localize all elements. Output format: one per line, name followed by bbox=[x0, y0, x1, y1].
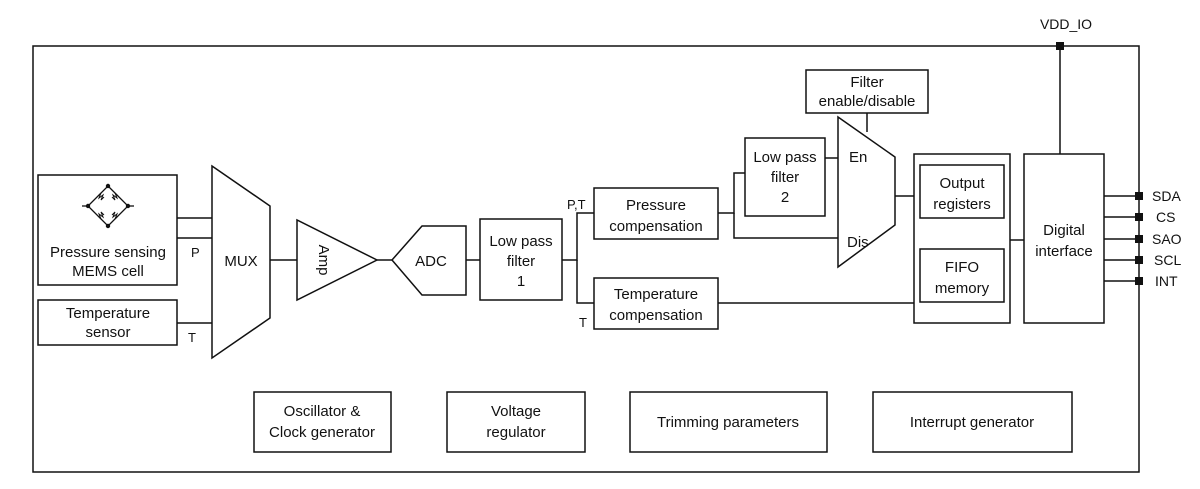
pin-sda-marker bbox=[1135, 192, 1143, 200]
wire-pcomp-lpf2 bbox=[718, 172, 745, 214]
vdd-io-pin-marker bbox=[1056, 42, 1064, 50]
amp-label: Amp bbox=[315, 245, 332, 276]
filter-enable-line1: Filter bbox=[850, 74, 883, 91]
oscillator-block: Oscillator & Clock generator bbox=[253, 391, 392, 453]
digital-interface-line2: interface bbox=[1035, 243, 1093, 260]
pressure-comp-line2: compensation bbox=[609, 218, 702, 235]
fifo-memory-block: FIFO memory bbox=[919, 248, 1005, 303]
temperature-compensation-block: Temperature compensation bbox=[593, 277, 719, 330]
fifo-line1: FIFO bbox=[945, 259, 979, 276]
switch-en-label: En bbox=[849, 149, 867, 166]
temperature-comp-line1: Temperature bbox=[614, 286, 698, 303]
signal-t-branch-label: T bbox=[579, 315, 587, 330]
oscillator-line1: Oscillator & bbox=[284, 403, 361, 420]
pin-sao-marker bbox=[1135, 235, 1143, 243]
pin-int-marker bbox=[1135, 277, 1143, 285]
pin-sda-label: SDA bbox=[1152, 188, 1181, 204]
mux-block: MUX bbox=[211, 164, 271, 360]
filter-enable-line2: enable/disable bbox=[819, 93, 916, 110]
lpf2-line2: filter bbox=[771, 169, 799, 186]
temperature-sensor-line2: sensor bbox=[85, 324, 130, 341]
output-registers-block: Output registers bbox=[919, 164, 1005, 219]
pressure-compensation-block: Pressure compensation bbox=[593, 187, 719, 240]
voltage-regulator-block: Voltage regulator bbox=[446, 391, 586, 453]
interrupt-generator-block: Interrupt generator bbox=[872, 391, 1073, 453]
pin-vdd-io-label: VDD_IO bbox=[1040, 16, 1092, 32]
lpf1-line1: Low pass bbox=[489, 233, 552, 250]
mux-label: MUX bbox=[224, 253, 257, 270]
output-registers-line2: registers bbox=[933, 196, 991, 213]
switch-dis-label: Dis bbox=[847, 234, 869, 251]
trimming-label: Trimming parameters bbox=[657, 414, 799, 431]
lpf2-line1: Low pass bbox=[753, 149, 816, 166]
voltage-regulator-line2: regulator bbox=[486, 424, 545, 441]
pin-sao-label: SAO bbox=[1152, 231, 1182, 247]
temperature-comp-line2: compensation bbox=[609, 307, 702, 324]
amp-block: Amp bbox=[296, 218, 379, 302]
wire-pcomp-dis bbox=[733, 213, 838, 239]
pressure-sensing-line2: MEMS cell bbox=[72, 263, 144, 280]
lpf2-line3: 2 bbox=[781, 189, 789, 206]
pressure-sensing-block: Pressure sensing MEMS cell bbox=[37, 174, 178, 286]
temperature-sensor-block: Temperature sensor bbox=[37, 299, 178, 346]
temperature-sensor-line1: Temperature bbox=[66, 305, 150, 322]
pin-scl-label: SCL bbox=[1154, 252, 1181, 268]
lpf1-line3: 1 bbox=[517, 273, 525, 290]
adc-block: ADC bbox=[391, 225, 467, 296]
wire-t-branch bbox=[576, 260, 594, 304]
pressure-sensing-line1: Pressure sensing bbox=[50, 244, 166, 261]
pin-scl-marker bbox=[1135, 256, 1143, 264]
digital-interface-block: Digital interface bbox=[1023, 153, 1105, 324]
filter-switch-block: En Dis bbox=[837, 115, 896, 269]
trimming-parameters-block: Trimming parameters bbox=[629, 391, 828, 453]
pressure-comp-line1: Pressure bbox=[626, 197, 686, 214]
interrupt-generator-label: Interrupt generator bbox=[910, 414, 1034, 431]
wire-pt-branch bbox=[562, 212, 594, 261]
fifo-line2: memory bbox=[935, 280, 990, 297]
signal-t-label: T bbox=[188, 330, 196, 345]
voltage-regulator-line1: Voltage bbox=[491, 403, 541, 420]
pin-int-label: INT bbox=[1155, 273, 1178, 289]
adc-label: ADC bbox=[415, 253, 447, 270]
signal-pt-label: P,T bbox=[567, 197, 586, 212]
signal-p-label: P bbox=[191, 245, 200, 260]
filter-enable-block: Filter enable/disable bbox=[805, 69, 929, 114]
output-registers-line1: Output bbox=[939, 175, 985, 192]
pin-cs-label: CS bbox=[1156, 209, 1175, 225]
lpf1-line2: filter bbox=[507, 253, 535, 270]
low-pass-filter-2-block: Low pass filter 2 bbox=[744, 137, 826, 217]
low-pass-filter-1-block: Low pass filter 1 bbox=[479, 218, 563, 301]
pin-cs-marker bbox=[1135, 213, 1143, 221]
digital-interface-line1: Digital bbox=[1043, 222, 1085, 239]
oscillator-line2: Clock generator bbox=[269, 424, 375, 441]
wheatstone-bridge-icon bbox=[82, 183, 134, 229]
